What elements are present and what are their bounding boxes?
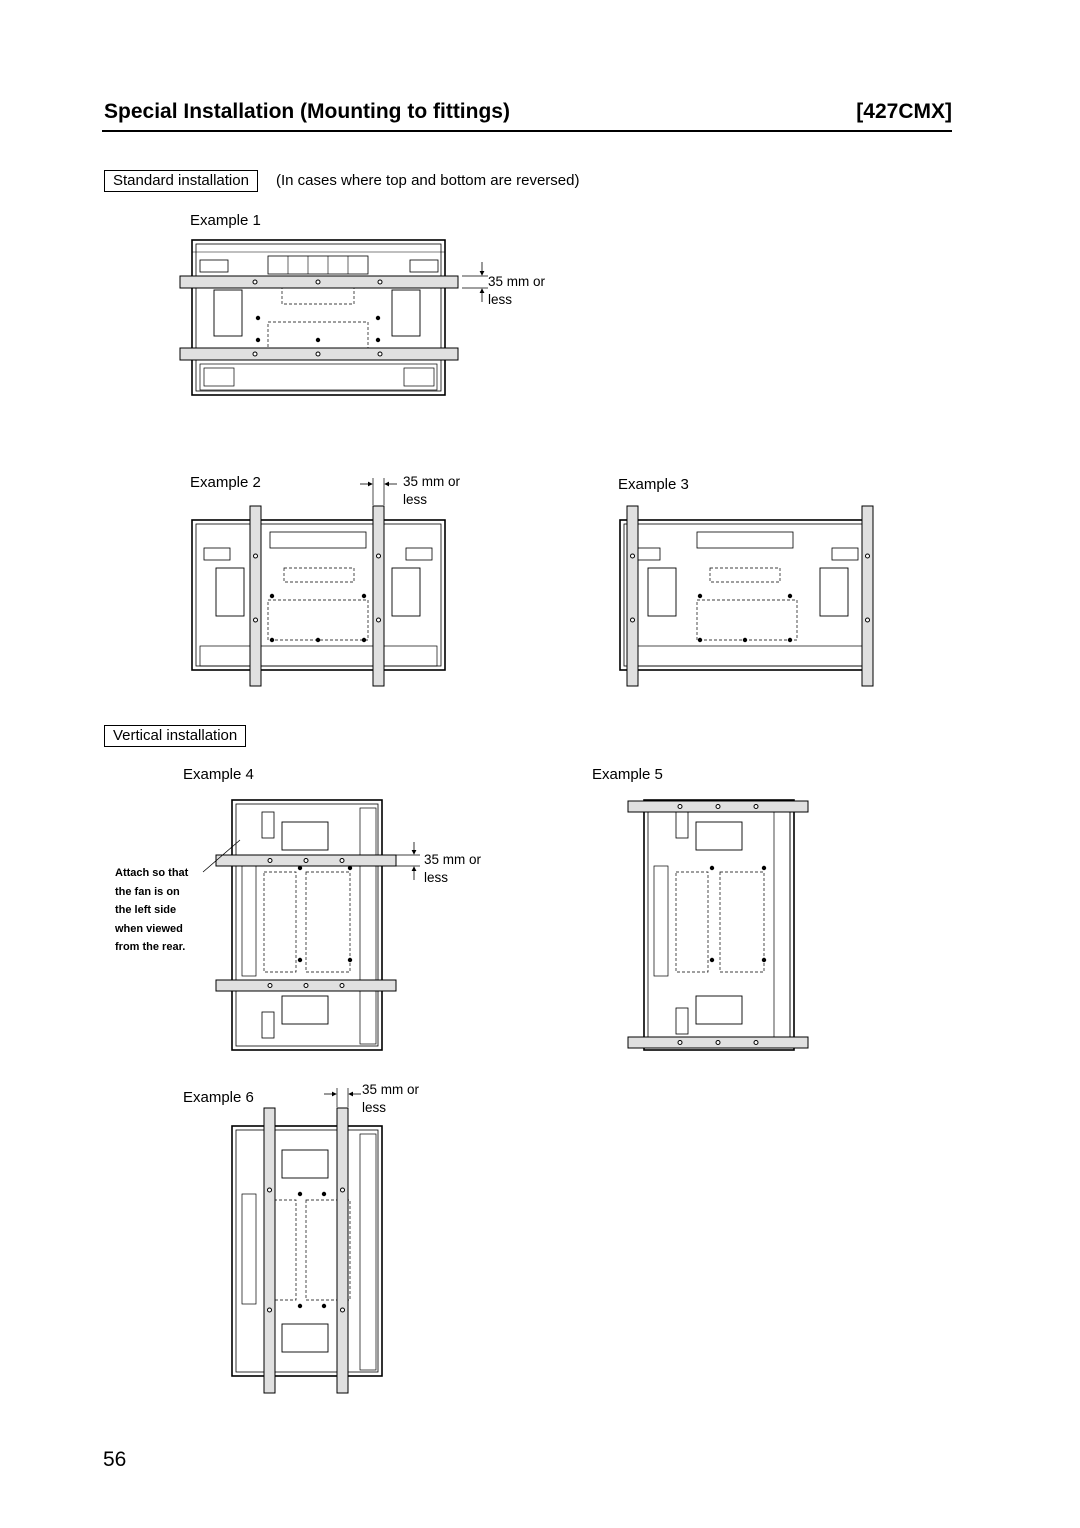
standard-installation-note: (In cases where top and bottom are rever…	[276, 172, 580, 189]
example-1-panel-diagram	[179, 239, 488, 396]
example-2-label: Example 2	[190, 474, 261, 491]
example-6-panel-diagram	[231, 1088, 383, 1394]
header-rule	[102, 130, 952, 132]
example-6-label: Example 6	[183, 1089, 254, 1106]
example-3-panel-diagram	[619, 505, 874, 687]
standard-installation-label: Standard installation	[104, 170, 258, 192]
example-4-panel-diagram	[202, 799, 420, 1051]
model-label: [427CMX]	[856, 100, 952, 123]
example-5-label: Example 5	[592, 766, 663, 783]
example-2-panel-diagram	[191, 478, 446, 687]
attach-note: Attach so that the fan is on the left si…	[115, 867, 189, 953]
example-1-label: Example 1	[190, 212, 261, 229]
page-title: Special Installation (Mounting to fittin…	[104, 100, 510, 123]
vertical-installation-label: Vertical installation	[104, 725, 247, 747]
page-number: 56	[103, 1448, 127, 1471]
example-4-label: Example 4	[183, 766, 254, 783]
example-3-label: Example 3	[618, 476, 689, 493]
example-5-panel-diagram	[627, 799, 809, 1051]
